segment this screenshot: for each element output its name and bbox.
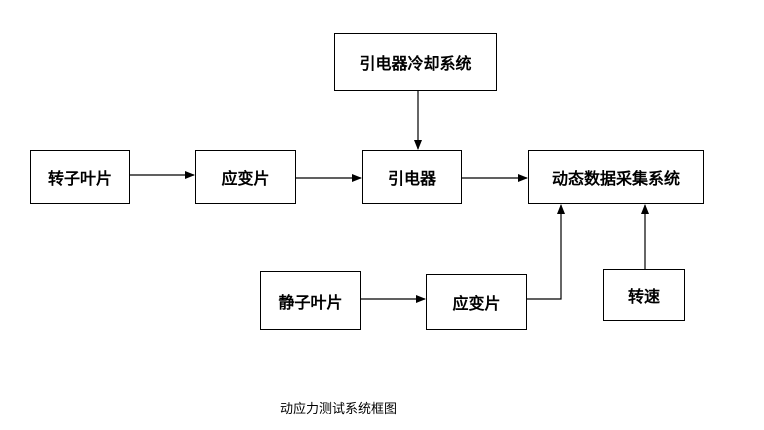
figure-caption: 动应力测试系统框图 (280, 402, 398, 417)
node-data-acquisition-label: 动态数据采集系统 (551, 169, 680, 188)
node-data-acquisition: 动态数据采集系统 (528, 150, 704, 204)
node-stator-blade: 静子叶片 (260, 271, 361, 330)
node-speed: 转速 (603, 269, 685, 321)
node-strain-gauge-bottom-label: 应变片 (452, 294, 501, 313)
node-stator-blade-label: 静子叶片 (278, 292, 343, 312)
node-strain-gauge-top-label: 应变片 (221, 169, 270, 188)
node-cooling-system-label: 引电器冷却系统 (359, 54, 472, 73)
arrow-gauge-to-daq (527, 204, 565, 300)
node-speed-label: 转速 (627, 287, 660, 306)
node-slip-ring-label: 引电器 (387, 169, 436, 188)
node-strain-gauge-bottom: 应变片 (426, 274, 527, 330)
node-rotor-blade: 转子叶片 (30, 150, 130, 204)
node-strain-gauge-top: 应变片 (195, 150, 296, 204)
node-slip-ring: 引电器 (362, 150, 462, 204)
node-rotor-blade-label: 转子叶片 (47, 169, 112, 188)
node-cooling-system: 引电器冷却系统 (334, 33, 497, 91)
